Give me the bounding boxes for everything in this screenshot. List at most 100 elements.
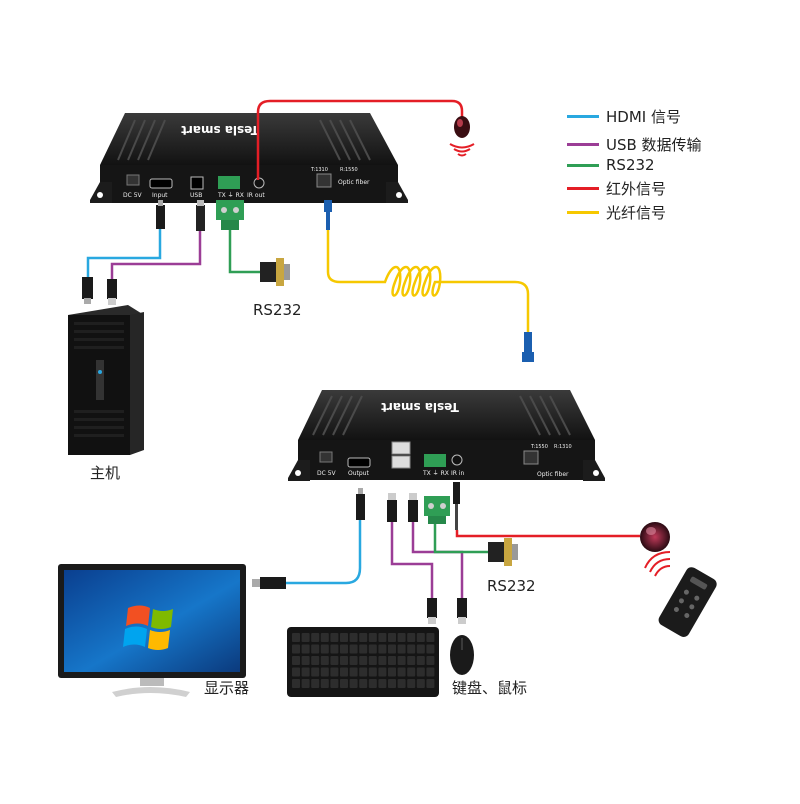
legend-label: RS232 <box>606 156 655 174</box>
usb-plug-icon <box>387 493 467 624</box>
keyboard-key <box>397 644 406 654</box>
keyboard-key <box>301 633 310 642</box>
keyboard-key <box>349 667 358 677</box>
keyboard-key <box>407 667 416 677</box>
keyboard-key <box>311 667 320 677</box>
legend-swatch <box>567 114 599 118</box>
ir-cable-tx <box>256 99 464 180</box>
keyboard-key <box>311 656 320 665</box>
ir-receiver-eye-icon <box>640 522 670 552</box>
tx-optic-label: Optic fiber <box>338 179 370 186</box>
monitor-icon <box>58 564 246 697</box>
keyboard-key <box>359 644 368 654</box>
keyboard-key <box>359 679 368 688</box>
keyboard-key <box>407 656 416 665</box>
fiber-connector-icon <box>324 200 534 362</box>
rs232-label-top: RS232 <box>253 301 302 319</box>
legend-swatch <box>567 186 599 190</box>
keyboard-key <box>378 679 387 688</box>
rs232-cable-tx <box>228 230 262 274</box>
keyboard-key <box>368 633 377 642</box>
keyboard-key <box>340 633 348 642</box>
rs232-cable-rx <box>433 524 490 554</box>
keyboard-key <box>330 633 339 642</box>
keyboard-key <box>330 656 339 665</box>
keyboard-key <box>349 679 358 688</box>
keyboard-key <box>416 656 425 665</box>
keyboard-key <box>330 679 339 688</box>
keyboard-key <box>378 644 387 654</box>
keyboard-key <box>378 656 387 665</box>
keyboard-key <box>320 667 329 677</box>
keyboard-key <box>388 679 396 688</box>
legend-label: HDMI 信号 <box>606 107 681 126</box>
keyboard-key <box>407 644 416 654</box>
keyboard-key <box>292 644 300 654</box>
host-label: 主机 <box>90 464 120 482</box>
tx-ir-label: IR out <box>247 192 265 199</box>
rx-fiber-t-label: T:1550 <box>530 444 548 450</box>
keyboard-key <box>320 656 329 665</box>
keyboard-key <box>359 633 368 642</box>
keyboard-key <box>292 679 300 688</box>
legend-label: 红外信号 <box>606 179 667 198</box>
keyboard-key <box>388 633 396 642</box>
keyboard-key <box>349 656 358 665</box>
monitor-label: 显示器 <box>204 679 249 697</box>
usb-plug-icon <box>107 200 205 305</box>
keyboard-key <box>416 667 425 677</box>
usb-cable-mouse <box>411 522 464 598</box>
legend-label: 光纤信号 <box>606 203 667 222</box>
keyboard-key <box>320 644 329 654</box>
receiver-unit <box>288 390 605 481</box>
keyboard-key <box>416 644 425 654</box>
keyboard-key <box>426 633 435 642</box>
keyboard-key <box>311 633 320 642</box>
keyboard-key <box>416 679 425 688</box>
host-computer-icon <box>68 305 144 455</box>
keyboard-key <box>388 644 396 654</box>
keyboard-key <box>311 679 320 688</box>
keyboard-key <box>330 644 339 654</box>
hdmi-cable-monitor <box>283 520 362 585</box>
ir-cable-rx <box>455 530 640 538</box>
keyboard-mouse-label: 键盘、鼠标 <box>452 679 527 697</box>
receiver-brand: Tesla smart <box>381 400 459 414</box>
keyboard-key <box>426 656 435 665</box>
keyboard-key <box>311 644 320 654</box>
keyboard-key <box>426 644 435 654</box>
tx-usb-label: USB <box>190 192 202 199</box>
legend-swatch <box>567 163 599 167</box>
windows-logo-icon <box>123 605 173 650</box>
keyboard-key <box>340 656 348 665</box>
rx-ir-label: IR in <box>451 470 465 477</box>
keyboard-key <box>388 656 396 665</box>
keyboard-key <box>378 633 387 642</box>
keyboard-key <box>368 656 377 665</box>
keyboard-key <box>301 667 310 677</box>
keyboard-key <box>340 644 348 654</box>
keyboard-key <box>407 633 416 642</box>
keyboard-key <box>359 667 368 677</box>
keyboard-key <box>378 667 387 677</box>
rx-optic-label: Optic fiber <box>537 471 569 478</box>
legend-swatch <box>567 210 599 214</box>
keyboard-key <box>397 667 406 677</box>
hdmi-plug-icon <box>82 200 165 304</box>
keyboard-key <box>388 667 396 677</box>
legend-swatch <box>567 142 599 146</box>
legend-item: HDMI 信号 <box>567 106 681 126</box>
tx-txrx-label: TX ⏚ RX <box>217 192 244 199</box>
legend-item: USB 数据传输 <box>567 134 702 154</box>
tx-input-label: Input <box>152 192 168 199</box>
rs232-terminal-tx <box>216 200 244 230</box>
keyboard-key <box>301 644 310 654</box>
rx-txrx-label: TX ⏚ RX <box>422 470 449 477</box>
tx-fiber-t-label: T:1310 <box>310 167 328 173</box>
keyboard-key <box>368 667 377 677</box>
ir-jack-icon <box>453 482 460 530</box>
db9-connector-icon <box>260 258 290 286</box>
keyboard-key <box>349 644 358 654</box>
tx-fiber-r-label: R:1550 <box>340 167 358 173</box>
